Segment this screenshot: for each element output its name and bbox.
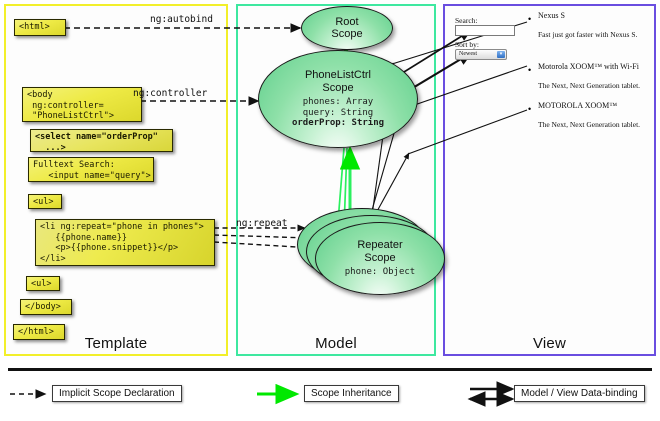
chevron-down-icon[interactable]: ▾ [497, 51, 505, 58]
phone-list-bullet-2: • [528, 65, 532, 75]
scope-root: Root Scope [301, 6, 393, 50]
scope-prop-phone: phone: Object [344, 267, 416, 278]
code-box-li-ngrepeat: <li ng:repeat="phone in phones"> {{phone… [35, 219, 215, 266]
scope-phonelistctrl: PhoneListCtrl Scope phones: Array query:… [258, 50, 418, 148]
phone-snippet-3: The Next, Next Generation tablet. [538, 120, 641, 129]
phone-list-bullet-1: • [528, 14, 532, 24]
sort-by-selected-value: Newest [459, 51, 477, 57]
column-label-template: Template [84, 335, 148, 352]
phone-snippet-1: Fast just got faster with Nexus S. [538, 30, 638, 39]
connector-label-ng-autobind: ng:autobind [150, 14, 213, 25]
column-label-view: View [532, 335, 567, 352]
scope-phonelistctrl-props: phones: Array query: String orderProp: S… [292, 97, 384, 129]
scope-root-title-line2: Scope [331, 28, 363, 40]
code-box-ul-open: <ul> [28, 194, 62, 209]
code-box-html-close: </html> [13, 324, 65, 340]
scope-prop-query: query: String [302, 107, 374, 118]
code-box-select-orderprop: <select name="orderProp" ...> [30, 129, 173, 153]
code-box-ul-close: <ul> [26, 276, 60, 291]
scope-prop-phones: phones: Array [302, 97, 374, 108]
connector-label-ng-repeat: ng:repeat [236, 218, 288, 229]
legend-label-model-view-databinding: Model / View Data-binding [514, 385, 645, 402]
scope-repeater-title-line2: Scope [364, 251, 396, 264]
scope-root-title: Root Scope [331, 16, 362, 41]
code-box-body-close: </body> [20, 299, 72, 315]
scope-phonelistctrl-title-line1: PhoneListCtrl [304, 69, 372, 82]
scope-root-title-line1: Root [335, 15, 359, 28]
phone-name-1: Nexus S [538, 11, 565, 20]
legend-label-implicit-scope-declaration: Implicit Scope Declaration [52, 385, 182, 402]
search-input[interactable] [455, 25, 515, 36]
scope-repeater-title-line1: Repeater [357, 239, 403, 252]
search-label: Search: [455, 16, 478, 25]
code-box-fulltext-search: Fulltext Search: <input name="query"> [28, 157, 154, 182]
sort-by-select[interactable]: Newest ▾ [455, 49, 507, 60]
connector-label-ng-controller: ng:controller [133, 88, 208, 99]
scope-phonelistctrl-title: PhoneListCtrl Scope [305, 69, 371, 94]
scope-repeater-title: Repeater Scope [357, 239, 402, 264]
phone-name-2: Motorola XOOM™ with Wi-Fi [538, 62, 639, 71]
phone-list-bullet-3: • [528, 104, 532, 114]
code-box-body-open: <body ng:controller= "PhoneListCtrl"> [22, 87, 142, 122]
phone-snippet-2: The Next, Next Generation tablet. [538, 81, 641, 90]
legend-label-scope-inheritance: Scope Inheritance [304, 385, 399, 402]
code-box-html-open: <html> [14, 19, 66, 36]
phone-name-3: MOTOROLA XOOM™ [538, 101, 618, 110]
legend-divider [8, 368, 652, 371]
sort-by-label: Sort by: [455, 40, 479, 49]
scope-repeater: Repeater Scope phone: Object [315, 222, 445, 295]
scope-repeater-props: phone: Object [345, 267, 415, 278]
column-label-model: Model [315, 335, 357, 352]
legend: Implicit Scope Declaration Scope Inherit… [0, 366, 660, 421]
scope-prop-orderprop: orderProp: String [291, 118, 385, 129]
scope-phonelistctrl-title-line2: Scope [322, 81, 354, 94]
